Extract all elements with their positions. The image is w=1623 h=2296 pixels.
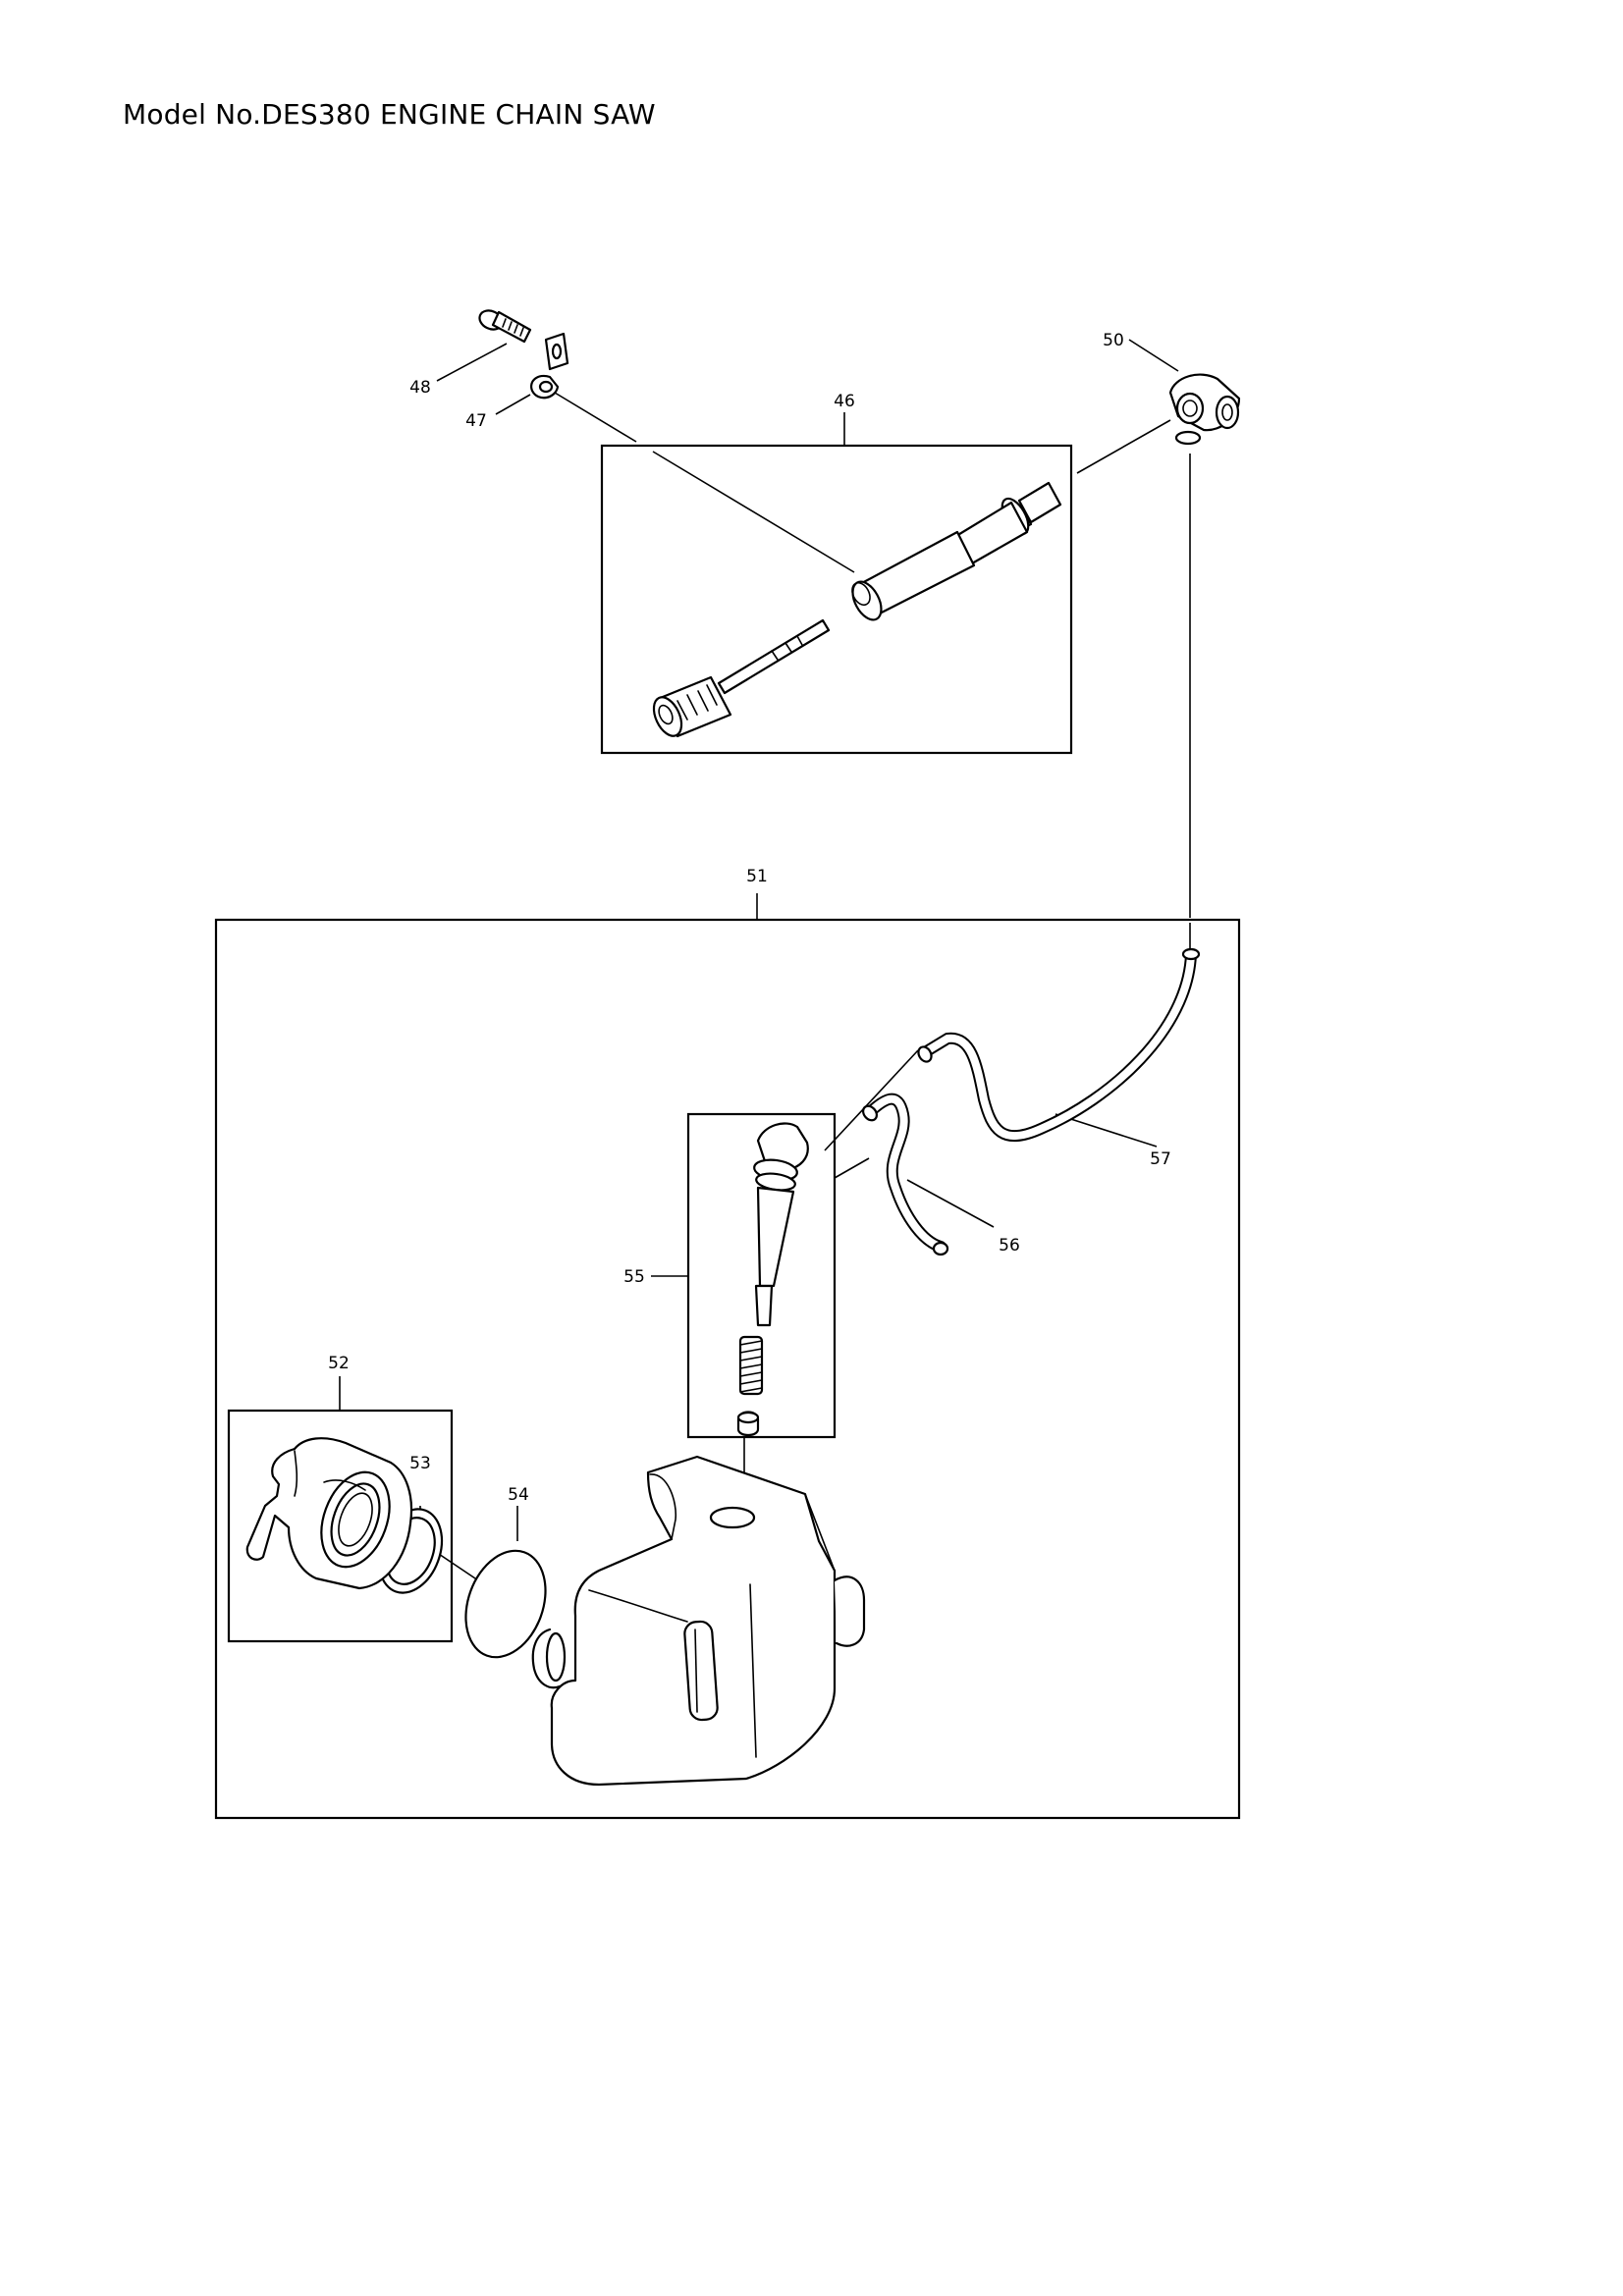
ref-51: 51 — [746, 867, 768, 886]
group-box-51 — [214, 918, 1241, 1820]
clamp-47 — [530, 332, 569, 400]
oil-tank-51 — [531, 1455, 866, 1787]
hose-56 — [862, 1093, 949, 1256]
page-title: Model No.DES380 ENGINE CHAIN SAW — [123, 98, 656, 131]
ref-56: 56 — [999, 1236, 1020, 1255]
ref-55: 55 — [623, 1267, 645, 1287]
oil-pump-46 — [652, 481, 1062, 738]
bolt-48 — [478, 309, 532, 344]
oil-cap-52 — [245, 1437, 413, 1590]
hose-57 — [917, 947, 1201, 1143]
ref-54: 54 — [508, 1485, 529, 1505]
ref-53: 53 — [409, 1454, 431, 1473]
elbow-fitting-50 — [1168, 373, 1241, 446]
ref-46: 46 — [834, 392, 855, 411]
ref-48: 48 — [409, 378, 431, 398]
ref-52: 52 — [328, 1354, 350, 1373]
ref-50: 50 — [1103, 331, 1124, 350]
ref-47: 47 — [465, 411, 487, 431]
suction-pipe-55 — [736, 1122, 809, 1437]
leader-lines — [339, 339, 1191, 1581]
ref-57: 57 — [1150, 1149, 1171, 1169]
group-box-46 — [600, 444, 1073, 755]
gasket-54 — [464, 1549, 547, 1659]
